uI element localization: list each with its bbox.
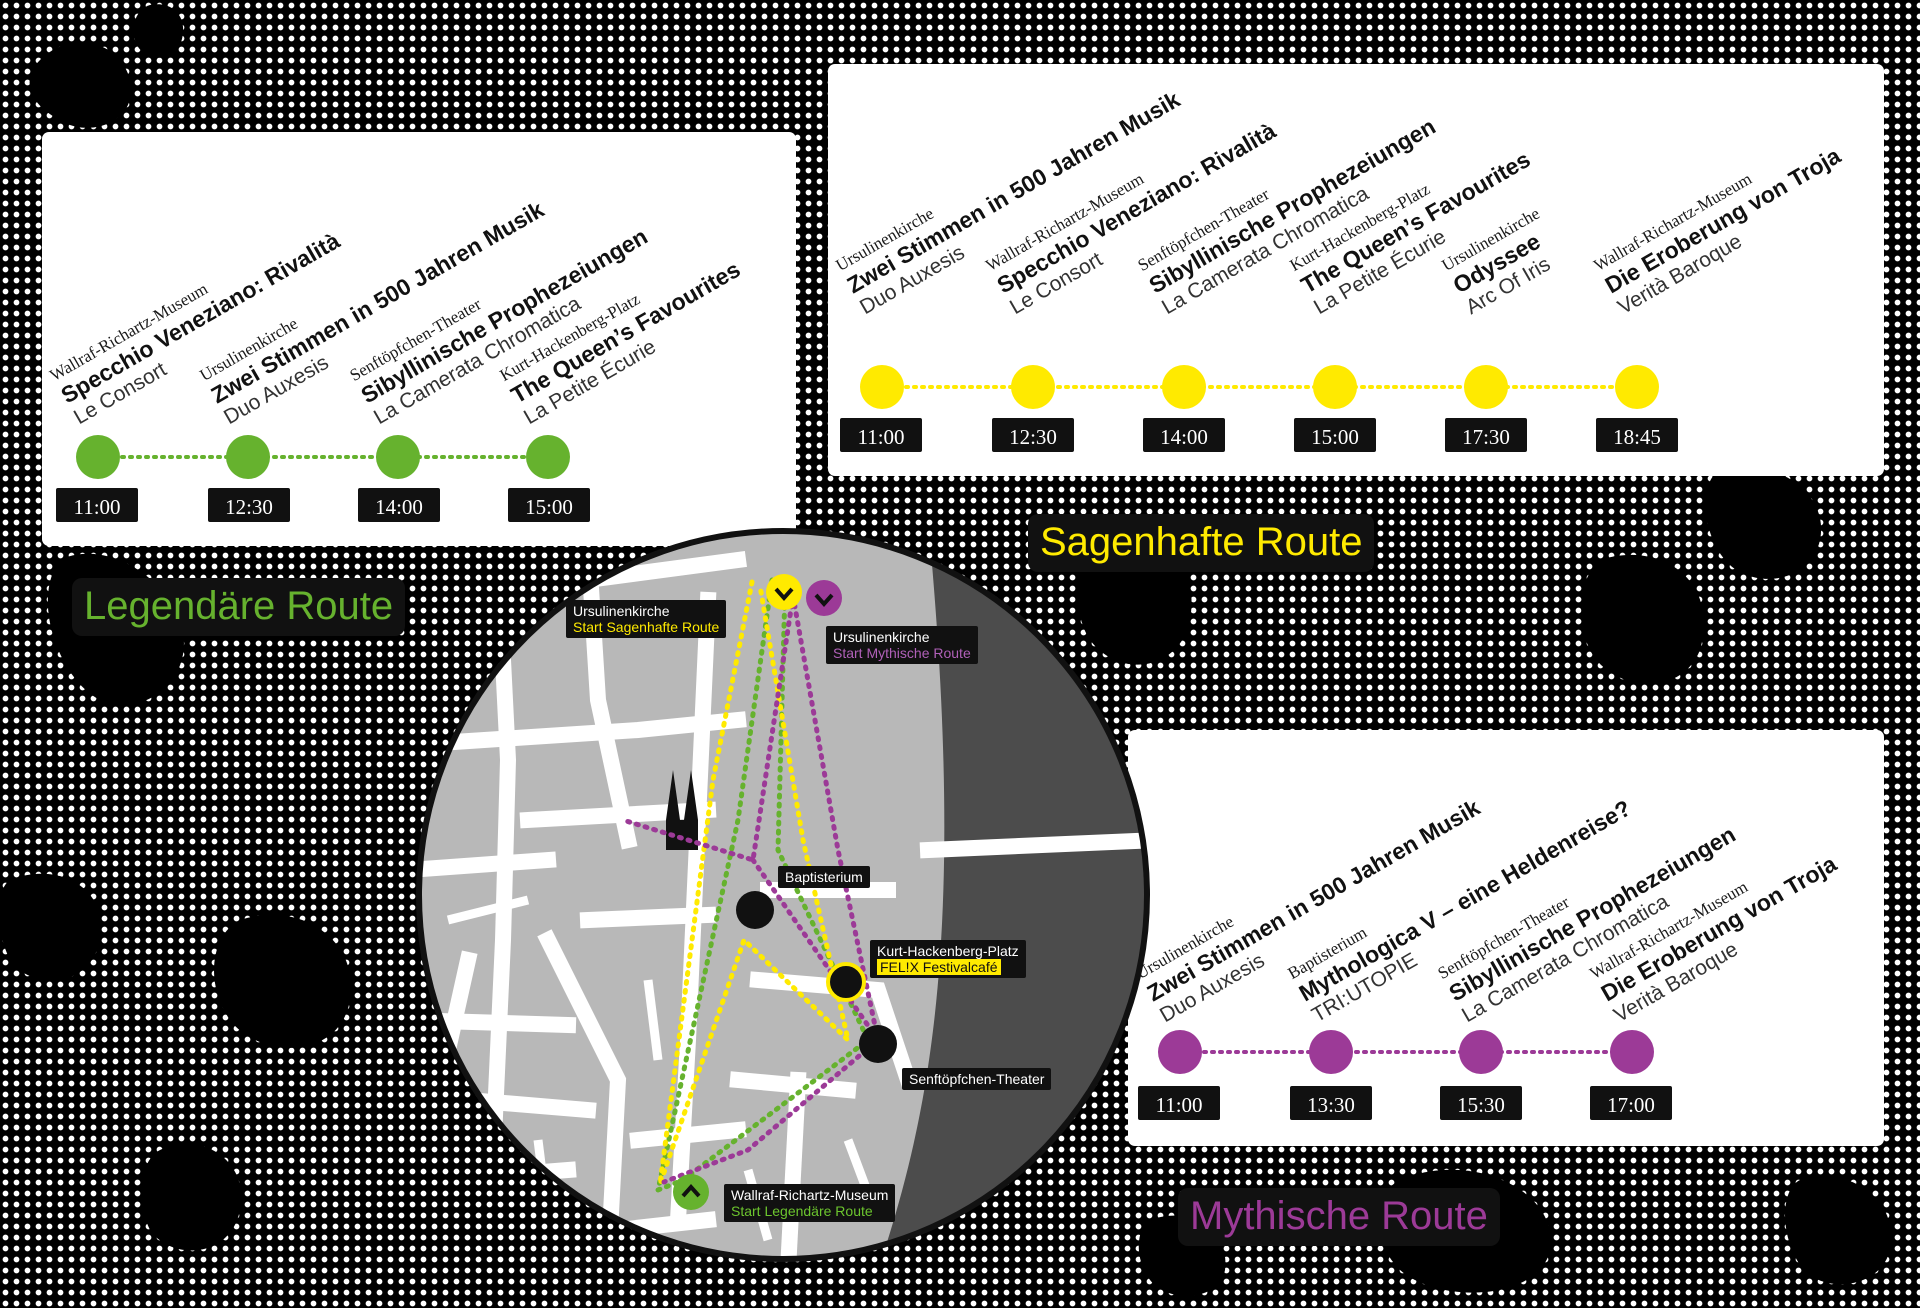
stop-dot	[1313, 365, 1357, 409]
svg-text:14:00: 14:00	[1160, 425, 1208, 449]
event-label: Wallraf-Richartz-Museum Specchio Venezia…	[47, 227, 345, 429]
ursulinen-mythisch-marker	[806, 580, 842, 616]
time-label: 15:30	[1440, 1086, 1522, 1120]
legendaere-route-panel: 11:00 Wallraf-Richartz-Museum Specchio V…	[42, 132, 796, 546]
map-label-baptisterium: Baptisterium	[778, 866, 870, 888]
legendaere-route-timeline: 11:00 Wallraf-Richartz-Museum Specchio V…	[47, 196, 745, 522]
blob	[0, 873, 102, 981]
time-label: 18:45	[1596, 418, 1678, 452]
blob	[141, 1143, 242, 1251]
svg-text:15:00: 15:00	[525, 495, 573, 519]
stop-dot	[1158, 1030, 1202, 1074]
svg-text:15:30: 15:30	[1457, 1093, 1505, 1117]
cathedral-icon	[666, 770, 698, 850]
map-label-ursulinen-sagenhaft: Ursulinenkirche Start Sagenhafte Route	[566, 600, 727, 638]
time-label: 11:00	[1138, 1086, 1220, 1120]
mythische-route-title: Mythische Route	[1178, 1188, 1500, 1246]
time-label: 14:00	[1143, 418, 1225, 452]
svg-text:18:45: 18:45	[1613, 425, 1661, 449]
mythische-map-route-branch	[750, 857, 881, 1043]
blob	[29, 42, 132, 128]
chevron-up-icon	[681, 1183, 701, 1198]
city-map-graphic	[416, 528, 1150, 1262]
stop-dot	[1309, 1030, 1353, 1074]
mythische-route-panel: 11:00 Ursulinenkirche Zwei Stimmen in 50…	[1128, 730, 1884, 1146]
stop-dot	[226, 435, 270, 479]
ursulinen-sagenhaft-marker	[766, 574, 802, 610]
time-label: 12:30	[208, 488, 290, 522]
time-label: 11:00	[56, 488, 138, 522]
svg-text:12:30: 12:30	[1009, 425, 1057, 449]
stop-dot	[1459, 1030, 1503, 1074]
svg-text:17:30: 17:30	[1462, 425, 1510, 449]
sagenhafte-map-route	[657, 579, 853, 1185]
map-label-kurt-hackenberg: Kurt-Hackenberg-Platz FEL!X Festivalcafé	[870, 940, 1026, 978]
time-label: 11:00	[840, 418, 922, 452]
stop-dot	[76, 435, 120, 479]
blob	[1785, 1176, 1892, 1285]
stop-dot	[1464, 365, 1508, 409]
svg-text:11:00: 11:00	[73, 495, 120, 519]
map-label-senftoepfchen: Senftöpfchen-Theater	[902, 1068, 1052, 1090]
svg-text:11:00: 11:00	[1155, 1093, 1202, 1117]
sagenhafte-route-title: Sagenhafte Route	[1028, 514, 1375, 572]
svg-text:15:00: 15:00	[1311, 425, 1359, 449]
wallraf-marker	[673, 1174, 709, 1210]
stop-dot	[376, 435, 420, 479]
stop-dot	[526, 435, 570, 479]
svg-text:17:00: 17:00	[1607, 1093, 1655, 1117]
blob	[213, 914, 352, 1048]
chevron-down-icon	[774, 587, 794, 602]
time-label: 14:00	[358, 488, 440, 522]
sagenhafte-route-panel: 11:00 Ursulinenkirche Zwei Stimmen in 50…	[828, 64, 1884, 476]
mythische-map-route-branch	[620, 593, 796, 864]
mythische-route-timeline: 11:00 Ursulinenkirche Zwei Stimmen in 50…	[1133, 794, 1841, 1120]
chevron-down-icon	[814, 593, 834, 608]
sagenhafte-route-timeline: 11:00 Ursulinenkirche Zwei Stimmen in 50…	[833, 86, 1845, 452]
map-label-wallraf: Wallraf-Richartz-Museum Start Legendäre …	[724, 1184, 896, 1222]
kurt-hackenberg-marker	[826, 962, 866, 1002]
legendaere-route-title: Legendäre Route	[72, 578, 406, 636]
stop-dot	[1610, 1030, 1654, 1074]
blob	[1705, 466, 1822, 579]
baptisterium-marker	[736, 891, 774, 929]
svg-text:Die Eroberung von Troja: Die Eroberung von Troja	[1601, 142, 1845, 298]
blob	[1581, 554, 1704, 684]
time-label: 15:00	[1294, 418, 1376, 452]
map-label-ursulinen-mythisch: Ursulinenkirche Start Mythische Route	[826, 626, 978, 664]
svg-text:14:00: 14:00	[375, 495, 423, 519]
time-label: 17:30	[1445, 418, 1527, 452]
blob	[133, 4, 184, 58]
stop-dot	[1162, 365, 1206, 409]
stop-dot	[860, 365, 904, 409]
svg-text:11:00: 11:00	[857, 425, 904, 449]
senftoepfchen-marker	[859, 1025, 897, 1063]
time-label: 13:30	[1290, 1086, 1372, 1120]
event-label: Wallraf-Richartz-Museum Die Eroberung vo…	[1591, 142, 1845, 319]
svg-text:12:30: 12:30	[225, 495, 273, 519]
stop-dot	[1011, 365, 1055, 409]
time-label: 15:00	[508, 488, 590, 522]
event-label: Ursulinenkirche Odyssee Arc Of Iris	[1439, 204, 1555, 319]
stop-dot	[1615, 365, 1659, 409]
time-label: 17:00	[1590, 1086, 1672, 1120]
city-map: Ursulinenkirche Start Sagenhafte Route U…	[408, 520, 1158, 1270]
time-label: 12:30	[992, 418, 1074, 452]
svg-text:13:30: 13:30	[1307, 1093, 1355, 1117]
